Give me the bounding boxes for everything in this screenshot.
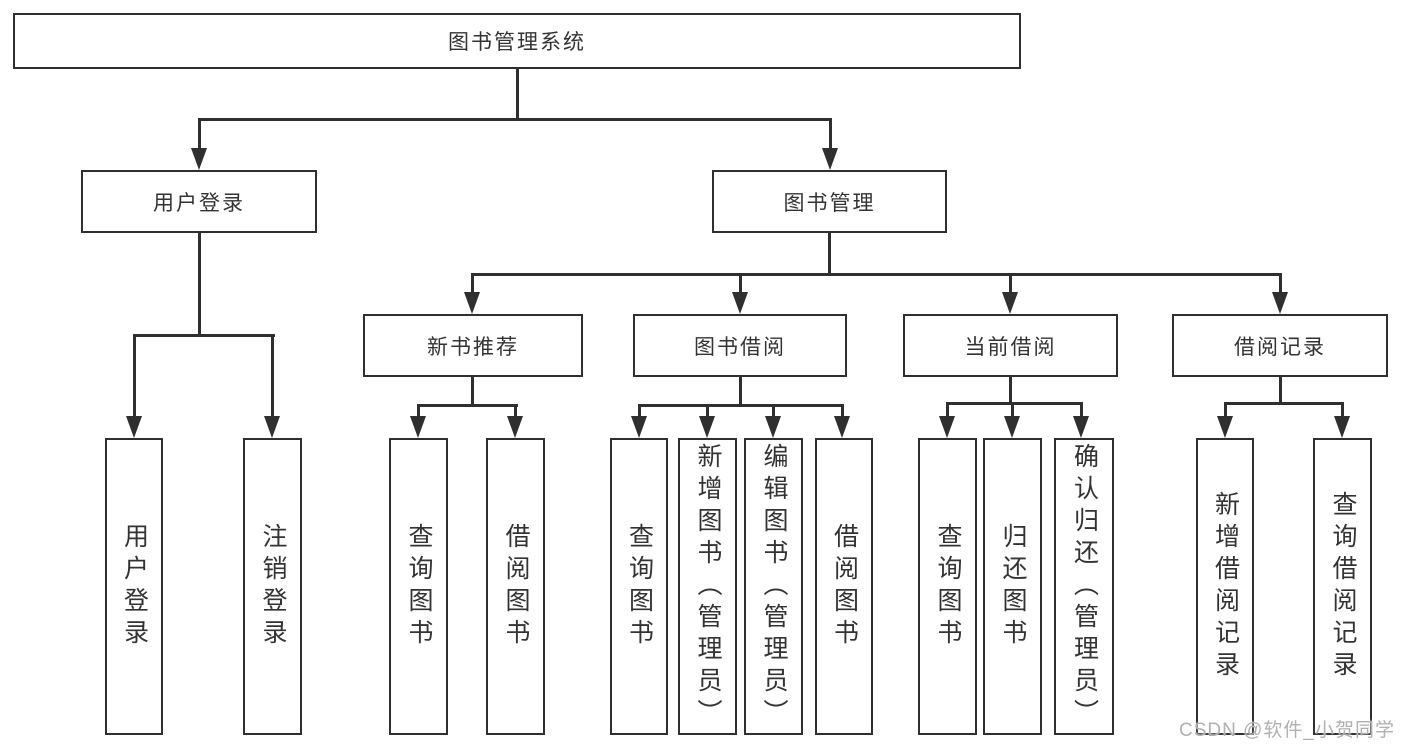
connector-leaf-drop [638,404,641,418]
arrow-down-icon [191,148,207,170]
leaf-edit-books-admin-label: 编辑图书（管理员） [760,442,788,731]
leaf-edit-books-admin: 编辑图书（管理员） [744,438,803,735]
leaf-return-books-label: 归还图书 [999,522,1027,651]
connector-level3-rail [471,273,1282,276]
connector-level3-drop [1279,273,1282,294]
connector-leaf-drop [1080,402,1083,418]
arrow-down-icon [765,416,781,438]
arrow-down-icon [1004,416,1020,438]
leaf-query-borrow-record-label: 查询借阅记录 [1329,490,1357,683]
connector-user-login-stem [198,233,201,337]
leaf-borrow-books-2: 借阅图书 [815,438,873,735]
connector-level2-rail [198,118,832,121]
arrow-down-icon [939,416,955,438]
arrow-down-icon [464,292,480,314]
leaf-user-login: 用户登录 [105,438,163,735]
node-root-label: 图书管理系统 [448,31,586,54]
connector-book-mgmt-drop [829,118,832,152]
node-user-login-label: 用户登录 [153,191,245,215]
connector-rail [417,404,518,407]
leaf-borrow-books-1-label: 借阅图书 [502,522,530,651]
connector-level3-drop [471,273,474,294]
connector-leaf-drop [1341,402,1344,418]
csdn-watermark: CSDN @软件_小贺同学 [1179,720,1395,741]
connector-leaf-drop [1224,402,1227,418]
connector-rail [638,404,844,407]
arrow-down-icon [631,416,647,438]
node-current-borrowing-label: 当前借阅 [964,335,1057,359]
connector-level3-drop [1009,273,1012,294]
node-borrowing-records-label: 借阅记录 [1234,335,1326,359]
leaf-query-books-2-label: 查询图书 [625,522,654,651]
node-user-login: 用户登录 [81,170,317,233]
arrow-down-icon [410,416,426,438]
connector-root-stem [516,69,519,120]
leaf-add-borrow-record: 新增借阅记录 [1196,438,1254,735]
node-book-management: 图书管理 [712,170,947,233]
leaf-return-books: 归还图书 [983,438,1042,735]
arrow-down-icon [822,148,838,170]
leaf-confirm-return-admin-label: 确认归还（管理员） [1070,442,1099,731]
connector-leaf-drop [772,404,775,418]
connector-stem [471,377,474,407]
leaf-add-books-admin-label: 新增图书（管理员） [694,442,722,731]
connector-user-login-drop [198,118,201,152]
arrow-down-icon [507,416,523,438]
node-root: 图书管理系统 [13,13,1021,69]
node-new-book-recommend-label: 新书推荐 [427,335,519,359]
node-current-borrowing: 当前借阅 [903,314,1118,377]
node-new-book-recommend: 新书推荐 [363,314,583,377]
arrow-down-icon [264,416,280,438]
connector-level3-drop [739,273,742,294]
node-book-borrowing: 图书借阅 [633,314,847,377]
arrow-down-icon [699,416,715,438]
connector-leaf-drop [841,404,844,418]
leaf-query-books-3: 查询图书 [918,438,977,735]
connector-stem [739,377,742,407]
arrow-down-icon [1334,416,1350,438]
arrow-down-icon [126,416,142,438]
leaf-query-books-1: 查询图书 [389,438,448,735]
connector-leaf-drop [1011,402,1014,418]
connector-leaf-drop [946,402,949,418]
leaf-add-books-admin: 新增图书（管理员） [678,438,737,735]
leaf-logout-label: 注销登录 [259,522,287,651]
arrow-down-icon [1217,416,1233,438]
connector-stem [1279,377,1282,405]
arrow-down-icon [732,292,748,314]
connector-rail [1224,402,1344,405]
connector-leaf-drop [514,404,517,418]
leaf-add-borrow-record-label: 新增借阅记录 [1211,490,1240,683]
connector-book-mgmt-stem [828,233,831,276]
leaf-borrow-books-2-label: 借阅图书 [830,522,859,651]
leaf-confirm-return-admin: 确认归还（管理员） [1054,438,1114,735]
arrow-down-icon [1073,416,1089,438]
node-book-management-label: 图书管理 [783,191,876,215]
connector-leaf-drop [417,404,420,418]
arrow-down-icon [1002,292,1018,314]
leaf-logout: 注销登录 [243,438,302,735]
leaf-user-login-label: 用户登录 [120,522,149,651]
connector-leaf-drop [271,334,274,418]
arrow-down-icon [834,416,850,438]
node-borrowing-records: 借阅记录 [1172,314,1388,377]
leaf-borrow-books-1: 借阅图书 [486,438,545,735]
arrow-down-icon [1272,292,1288,314]
node-book-borrowing-label: 图书借阅 [694,335,786,359]
leaf-query-books-2: 查询图书 [610,438,668,735]
connector-stem [1009,377,1012,405]
connector-user-login-rail [133,334,275,337]
leaf-query-books-3-label: 查询图书 [934,522,962,651]
connector-leaf-drop [133,334,136,418]
leaf-query-books-1-label: 查询图书 [405,522,433,651]
connector-leaf-drop [706,404,709,418]
leaf-query-borrow-record: 查询借阅记录 [1313,438,1372,735]
connector-rail [946,402,1083,405]
